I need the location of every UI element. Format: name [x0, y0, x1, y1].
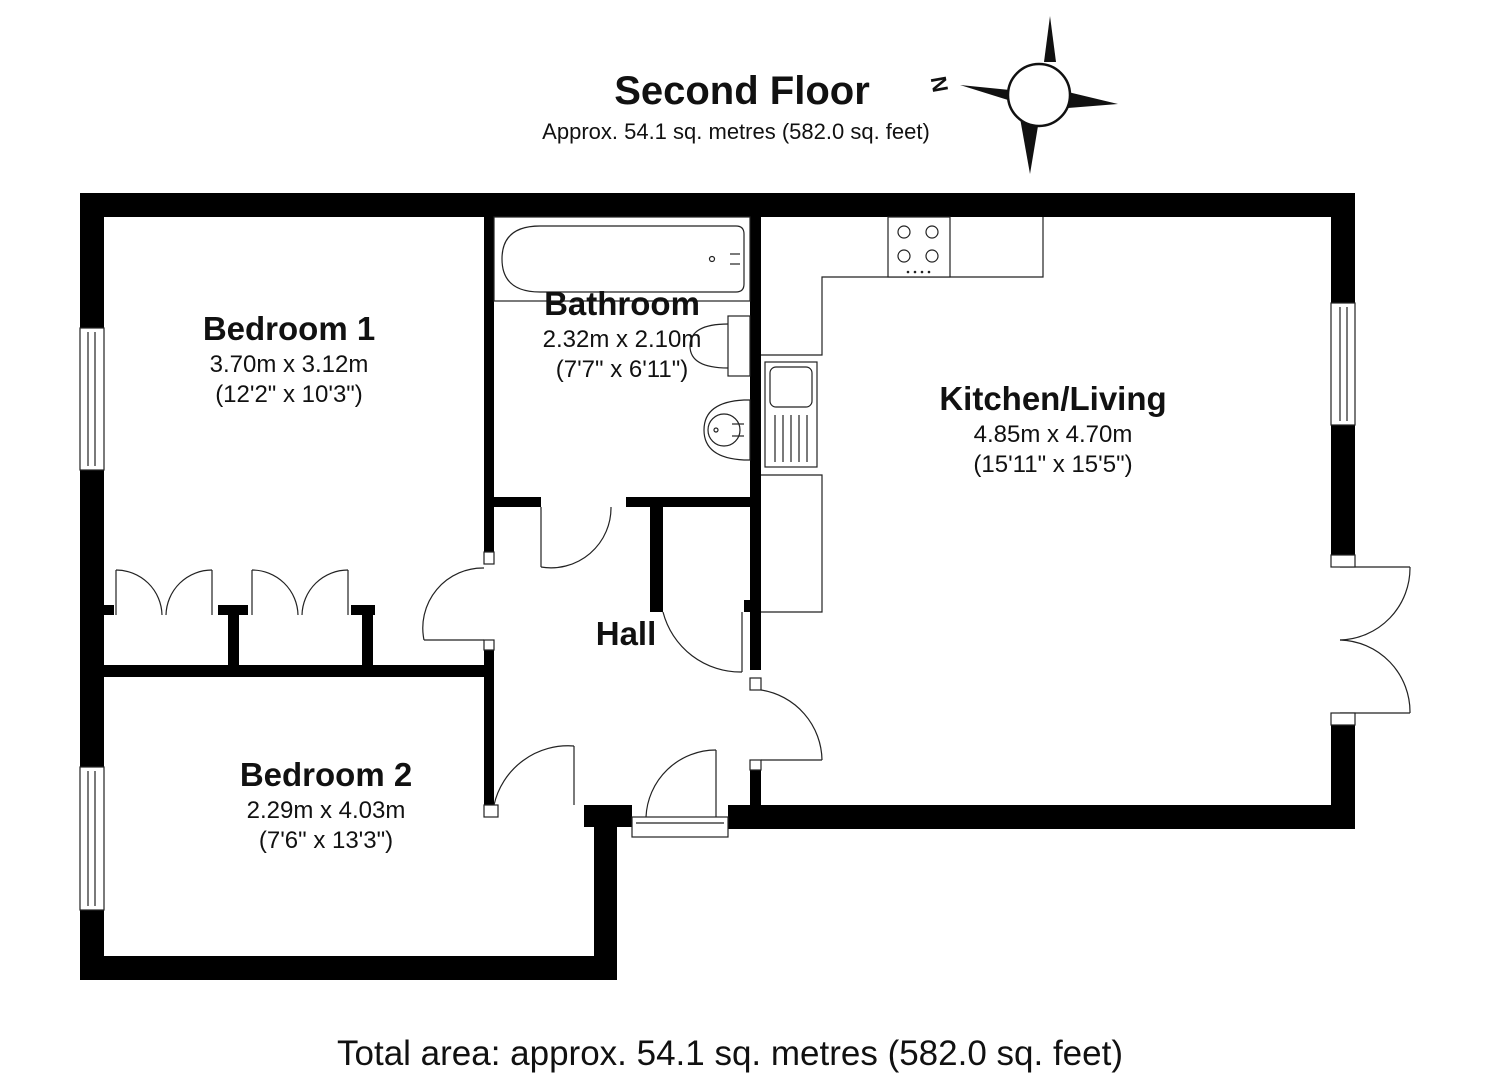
outer-walls	[80, 193, 1355, 980]
total-area: Total area: approx. 54.1 sq. metres (582…	[337, 1034, 1123, 1073]
room-hall: Hall	[596, 615, 657, 652]
compass-icon: N	[926, 16, 1118, 174]
room-name: Bathroom	[544, 285, 700, 322]
hob-icon	[887, 216, 951, 278]
doors	[115, 506, 1411, 818]
bath-icon	[493, 216, 751, 302]
room-dimensions-metric: 4.85m x 4.70m	[974, 421, 1133, 448]
room-dimensions-imperial: (12'2" x 10'3")	[215, 381, 363, 408]
basin-icon	[703, 399, 751, 461]
room-name: Bedroom 2	[240, 756, 412, 793]
room-name: Kitchen/Living	[939, 380, 1166, 417]
fixtures	[493, 216, 1044, 613]
windows	[79, 302, 1356, 911]
room-bathroom: Bathroom 2.32m x 2.10m (7'7" x 6'11")	[543, 285, 702, 383]
room-kitchen-living: Kitchen/Living 4.85m x 4.70m (15'11" x 1…	[939, 380, 1166, 478]
room-dimensions-imperial: (15'11" x 15'5")	[973, 451, 1132, 478]
interior-walls	[104, 215, 761, 807]
room-dimensions-metric: 2.29m x 4.03m	[247, 797, 406, 824]
room-dimensions-imperial: (7'7" x 6'11")	[556, 356, 688, 383]
toilet-icon	[727, 315, 751, 377]
room-dimensions-metric: 3.70m x 3.12m	[210, 351, 369, 378]
compass-north-label: N	[926, 74, 953, 94]
room-dimensions-metric: 2.32m x 2.10m	[543, 326, 702, 353]
floor-subtitle: Approx. 54.1 sq. metres (582.0 sq. feet)	[542, 119, 930, 144]
floor-title: Second Floor	[614, 69, 870, 113]
room-bedroom-1: Bedroom 1 3.70m x 3.12m (12'2" x 10'3")	[203, 310, 375, 408]
room-name: Bedroom 1	[203, 310, 375, 347]
room-name: Hall	[596, 615, 657, 652]
room-bedroom-2: Bedroom 2 2.29m x 4.03m (7'6" x 13'3")	[240, 756, 412, 854]
room-dimensions-imperial: (7'6" x 13'3")	[259, 827, 393, 854]
